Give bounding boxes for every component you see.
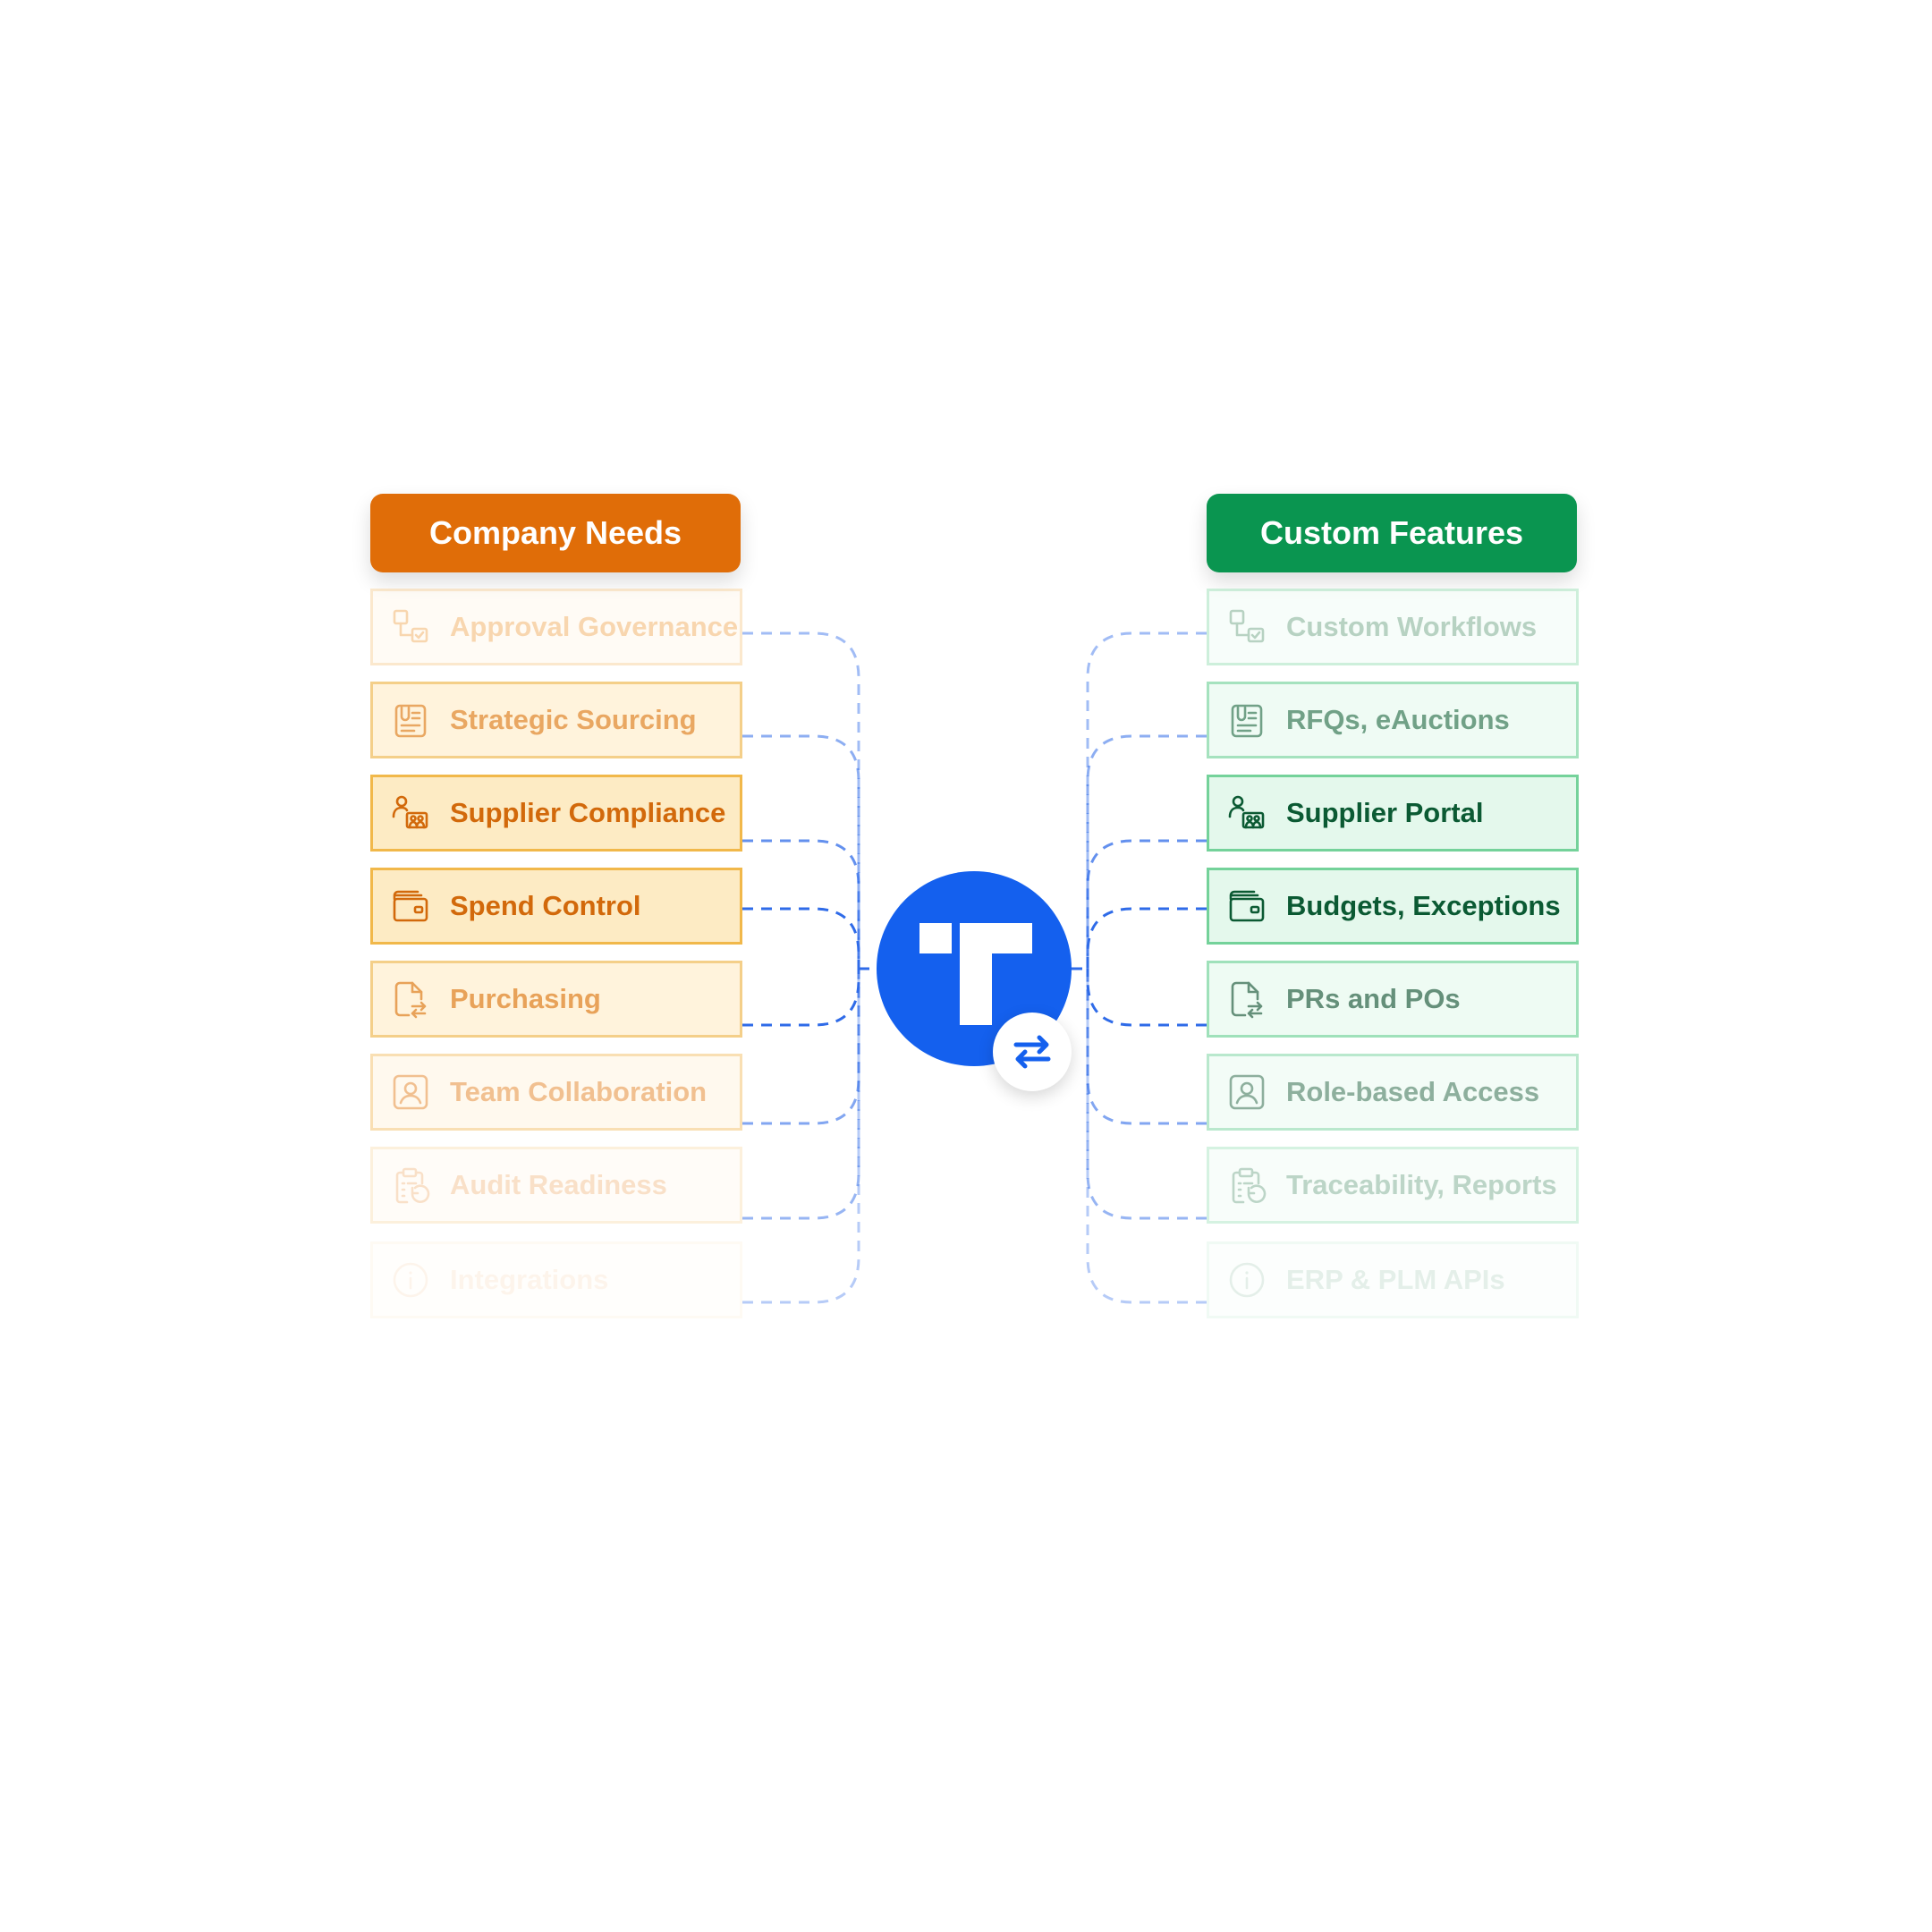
document-exchange-icon — [391, 979, 430, 1019]
connector-line — [1086, 907, 1207, 969]
right-item-card: Traceability, Reports — [1207, 1147, 1579, 1224]
connector-line — [742, 969, 860, 1027]
connector-line — [1086, 969, 1207, 1220]
connector-line — [742, 969, 860, 1304]
right-item-card: Supplier Portal — [1207, 775, 1579, 852]
connector-line — [1086, 969, 1207, 1125]
left-item-card: Strategic Sourcing — [370, 682, 742, 758]
company-needs-header: Company Needs — [370, 494, 741, 572]
left-item-card: Supplier Compliance — [370, 775, 742, 852]
info-icon — [1227, 1260, 1267, 1300]
connector-line — [742, 969, 860, 1220]
right-item-card: ERP & PLM APIs — [1207, 1241, 1579, 1318]
info-icon — [391, 1260, 430, 1300]
supplier-group-icon — [1227, 793, 1267, 833]
user-badge-icon — [1227, 1072, 1267, 1112]
left-item-label: Spend Control — [450, 890, 641, 921]
left-item-card: Purchasing — [370, 961, 742, 1038]
left-item-card: Team Collaboration — [370, 1054, 742, 1131]
left-item-label: Purchasing — [450, 983, 601, 1014]
connector-line — [1086, 839, 1207, 969]
left-item-label: Strategic Sourcing — [450, 704, 697, 735]
connector-line — [742, 631, 860, 969]
right-item-card: RFQs, eAuctions — [1207, 682, 1579, 758]
right-item-label: Traceability, Reports — [1286, 1169, 1557, 1200]
connector-line — [742, 839, 860, 969]
left-item-card: Integrations — [370, 1241, 742, 1318]
left-item-label: Team Collaboration — [450, 1076, 708, 1107]
clipboard-list-icon — [1227, 700, 1267, 740]
right-item-card: Role-based Access — [1207, 1054, 1579, 1131]
workflow-icon — [391, 607, 430, 647]
right-item-card: PRs and POs — [1207, 961, 1579, 1038]
left-item-card: Approval Governance — [370, 589, 742, 665]
workflow-icon — [1227, 607, 1267, 647]
right-item-label: Role-based Access — [1286, 1076, 1540, 1107]
right-item-label: ERP & PLM APIs — [1286, 1264, 1505, 1295]
swap-arrows-icon — [993, 1013, 1072, 1091]
clipboard-list-icon — [391, 700, 430, 740]
connector-line — [1086, 969, 1207, 1027]
left-item-label: Approval Governance — [450, 611, 739, 642]
connector-line — [742, 734, 860, 969]
right-item-label: Custom Workflows — [1286, 611, 1538, 642]
left-item-label: Audit Readiness — [450, 1169, 667, 1200]
right-item-card: Custom Workflows — [1207, 589, 1579, 665]
clipboard-history-icon — [1227, 1165, 1267, 1205]
clipboard-history-icon — [391, 1165, 430, 1205]
right-item-card: Budgets, Exceptions — [1207, 868, 1579, 945]
connector-line — [742, 969, 860, 1125]
left-item-label: Supplier Compliance — [450, 797, 726, 828]
wallet-icon — [1227, 886, 1267, 926]
connector-line — [1086, 969, 1207, 1304]
connector-line — [1086, 734, 1207, 969]
supplier-group-icon — [391, 793, 430, 833]
right-item-label: RFQs, eAuctions — [1286, 704, 1510, 735]
left-item-label: Integrations — [450, 1264, 609, 1295]
right-item-label: Supplier Portal — [1286, 797, 1484, 828]
right-item-label: Budgets, Exceptions — [1286, 890, 1561, 921]
connector-line — [1086, 631, 1207, 969]
wallet-icon — [391, 886, 430, 926]
custom-features-header: Custom Features — [1207, 494, 1577, 572]
right-item-label: PRs and POs — [1286, 983, 1461, 1014]
left-item-card: Audit Readiness — [370, 1147, 742, 1224]
connector-line — [742, 907, 860, 969]
user-badge-icon — [391, 1072, 430, 1112]
document-exchange-icon — [1227, 979, 1267, 1019]
left-item-card: Spend Control — [370, 868, 742, 945]
